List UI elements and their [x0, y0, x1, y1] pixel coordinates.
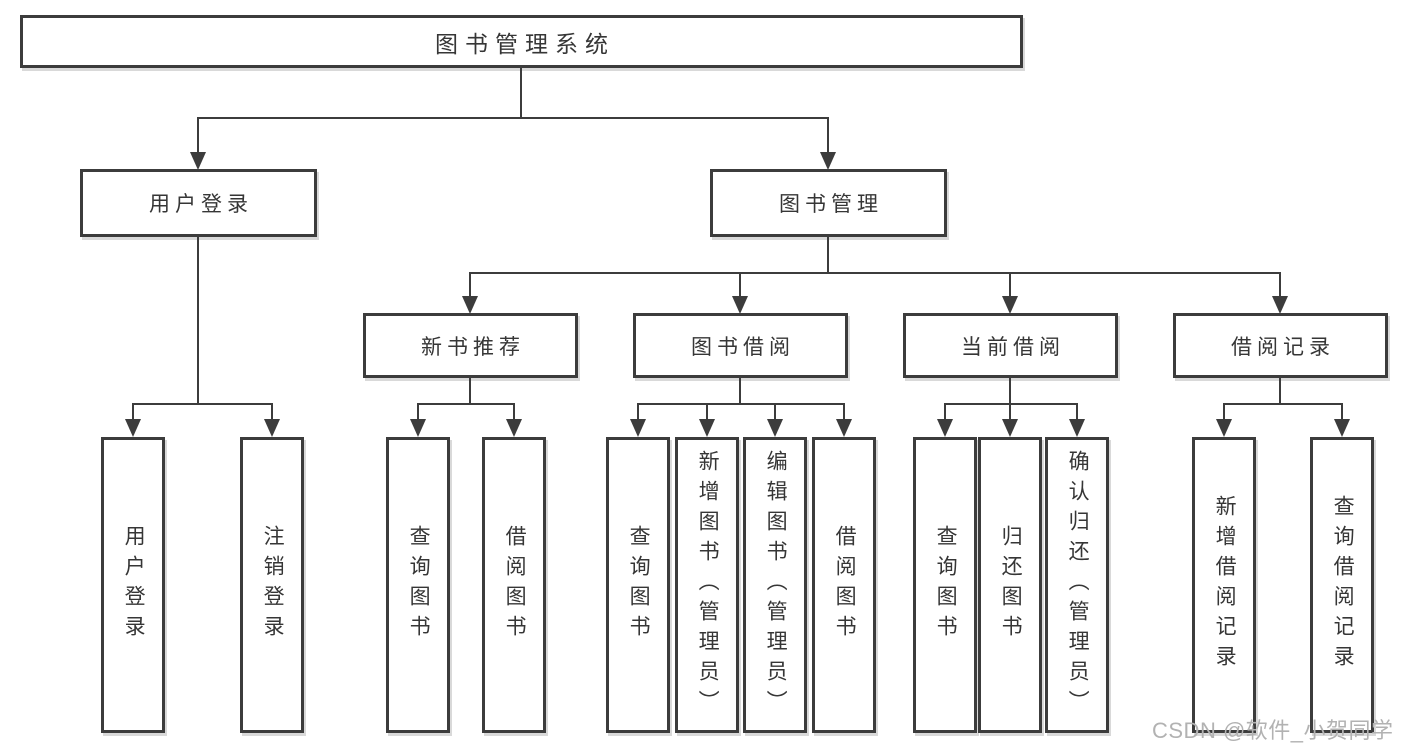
connector-group-stem — [469, 378, 471, 405]
connector-group-bar — [637, 403, 845, 405]
arrow-down-icon — [264, 419, 280, 437]
connector-arrow-stem — [197, 117, 199, 153]
connector-arrow-stem — [637, 405, 639, 421]
connector-arrow-stem — [739, 272, 741, 298]
arrow-down-icon — [836, 419, 852, 437]
connector-root-bar — [197, 117, 829, 119]
connector-arrow-stem — [132, 405, 134, 421]
connector-arrow-stem — [1341, 405, 1343, 421]
arrow-down-icon — [732, 296, 748, 314]
arrow-down-icon — [1334, 419, 1350, 437]
connector-level3-bar — [469, 272, 1281, 274]
connector-arrow-stem — [513, 405, 515, 421]
node-book-management: 图书管理 — [710, 169, 947, 237]
connector-group-stem — [1279, 378, 1281, 405]
connector-arrow-stem — [469, 272, 471, 298]
arrow-down-icon — [1002, 296, 1018, 314]
arrow-down-icon — [190, 152, 206, 170]
arrow-down-icon — [1272, 296, 1288, 314]
connector-arrow-stem — [944, 405, 946, 421]
connector-group-stem — [1009, 378, 1011, 405]
connector-arrow-stem — [1279, 272, 1281, 298]
arrow-down-icon — [410, 419, 426, 437]
connector-root-stem — [520, 68, 522, 119]
arrow-down-icon — [699, 419, 715, 437]
arrow-down-icon — [1002, 419, 1018, 437]
connector-group-bar — [1223, 403, 1343, 405]
leaf-return-books: 归还图书 — [978, 437, 1042, 733]
connector-arrow-stem — [1009, 405, 1011, 421]
connector-arrow-stem — [1223, 405, 1225, 421]
connector-group-bar — [417, 403, 515, 405]
connector-group-bar — [944, 403, 1078, 405]
arrow-down-icon — [630, 419, 646, 437]
connector-user-login-stem — [197, 237, 199, 405]
connector-arrow-stem — [827, 117, 829, 153]
leaf-add-books-admin: 新增图书（管理员） — [675, 437, 739, 733]
node-user-login: 用户登录 — [80, 169, 317, 237]
leaf-user-login: 用户登录 — [101, 437, 165, 733]
node-current-borrowing: 当前借阅 — [903, 313, 1118, 378]
connector-arrow-stem — [1009, 272, 1011, 298]
connector-book-management-stem — [827, 237, 829, 274]
connector-arrow-stem — [417, 405, 419, 421]
connector-arrow-stem — [706, 405, 708, 421]
connector-group-stem — [739, 378, 741, 405]
connector-arrow-stem — [1076, 405, 1078, 421]
connector-arrow-stem — [271, 405, 273, 421]
connector-arrow-stem — [774, 405, 776, 421]
connector-user-login-bar — [132, 403, 273, 405]
leaf-confirm-return-admin: 确认归还（管理员） — [1045, 437, 1109, 733]
arrow-down-icon — [820, 152, 836, 170]
leaf-logout: 注销登录 — [240, 437, 304, 733]
connector-arrow-stem — [843, 405, 845, 421]
csdn-watermark: CSDN @软件_小贺同学 — [1152, 718, 1394, 743]
node-new-book-recommendation: 新书推荐 — [363, 313, 578, 378]
arrow-down-icon — [767, 419, 783, 437]
arrow-down-icon — [937, 419, 953, 437]
leaf-borrow-books-recommend: 借阅图书 — [482, 437, 546, 733]
arrow-down-icon — [462, 296, 478, 314]
leaf-search-books-recommend: 查询图书 — [386, 437, 450, 733]
arrow-down-icon — [125, 419, 141, 437]
node-library-management-system: 图书管理系统 — [20, 15, 1023, 68]
node-borrowing-records: 借阅记录 — [1173, 313, 1388, 378]
leaf-search-books-borrow: 查询图书 — [606, 437, 670, 733]
leaf-search-books-current: 查询图书 — [913, 437, 977, 733]
arrow-down-icon — [1069, 419, 1085, 437]
leaf-edit-books-admin: 编辑图书（管理员） — [743, 437, 807, 733]
leaf-add-borrow-record: 新增借阅记录 — [1192, 437, 1256, 733]
arrow-down-icon — [1216, 419, 1232, 437]
node-book-borrowing: 图书借阅 — [633, 313, 848, 378]
leaf-search-borrow-record: 查询借阅记录 — [1310, 437, 1374, 733]
arrow-down-icon — [506, 419, 522, 437]
leaf-borrow-books: 借阅图书 — [812, 437, 876, 733]
